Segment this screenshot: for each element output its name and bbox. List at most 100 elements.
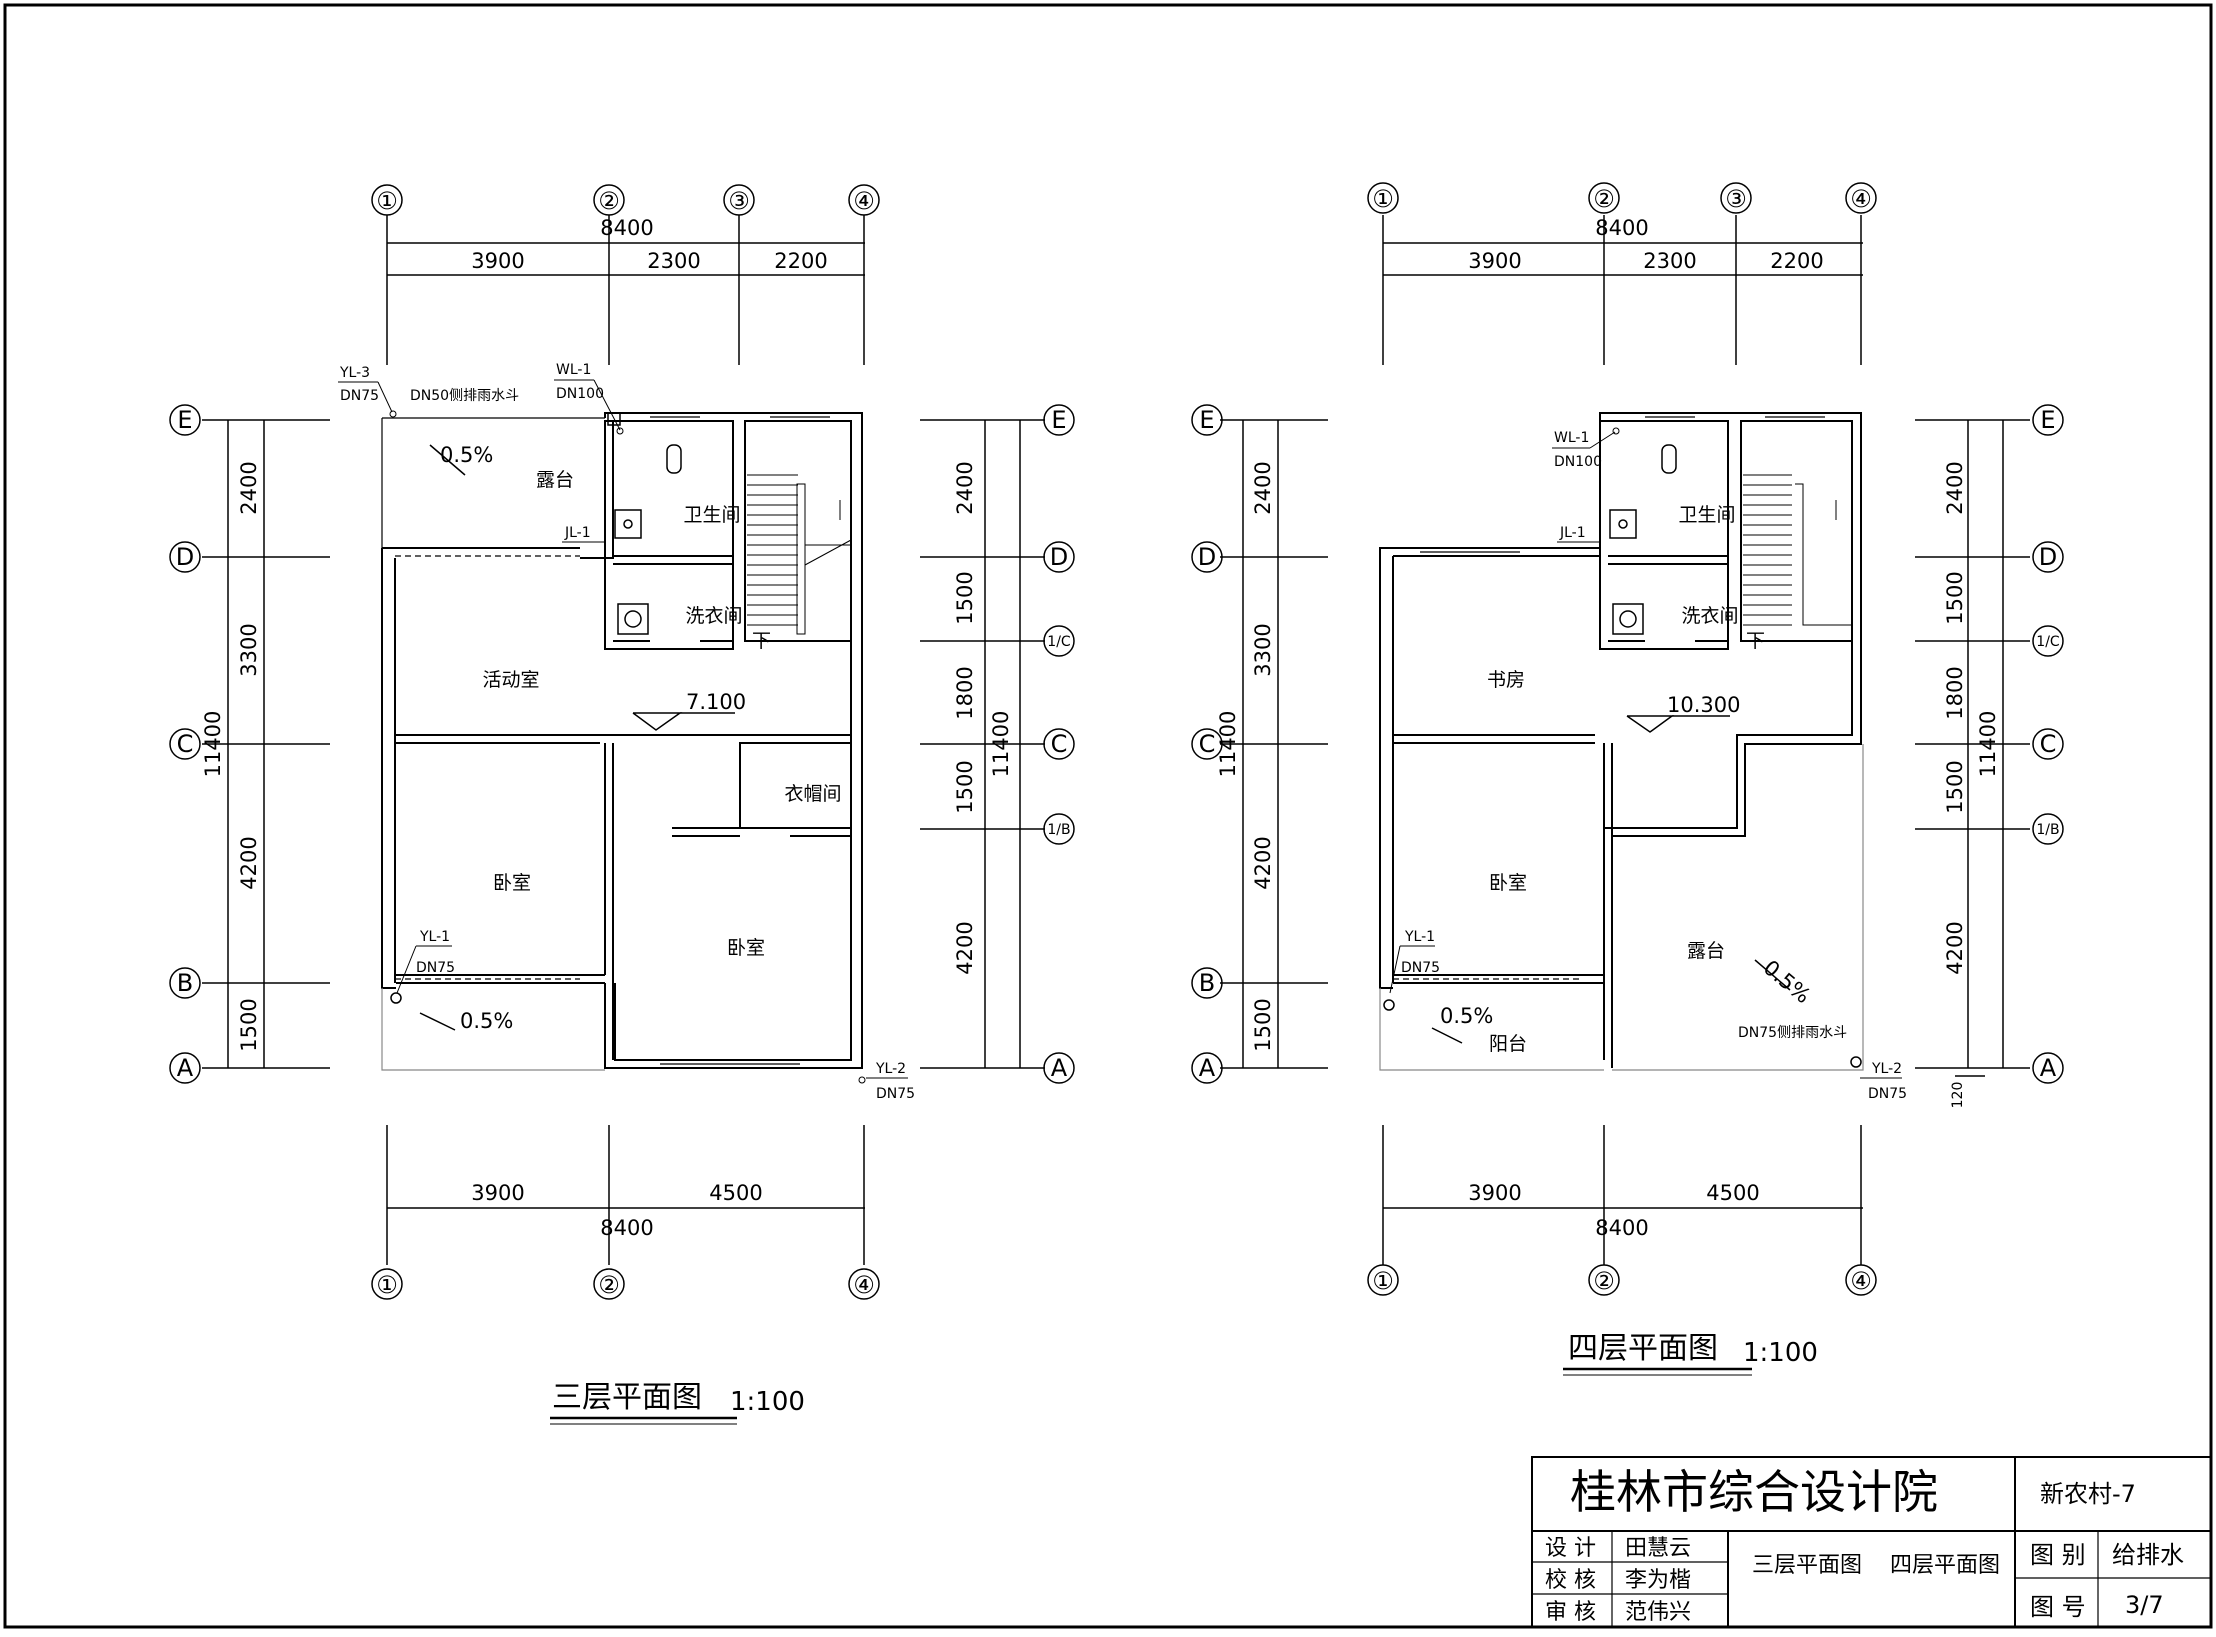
pipe-tag: YL-2 bbox=[875, 1061, 906, 1077]
axis-label: C bbox=[2040, 730, 2057, 758]
number-label: 图 号 bbox=[2030, 1593, 2086, 1621]
room-label: 卫生间 bbox=[1678, 504, 1735, 526]
sink-icon bbox=[1609, 509, 1637, 539]
right-dimension bbox=[1915, 419, 2030, 1077]
bottom-axis-bubbles: ① ② ④ bbox=[1367, 1264, 1877, 1296]
plan-scale: 1:100 bbox=[1743, 1338, 1818, 1368]
project-name: 新农村-7 bbox=[2040, 1480, 2136, 1508]
left-dim: 4200 bbox=[237, 836, 261, 889]
bottom-total-dim: 8400 bbox=[1595, 1216, 1648, 1240]
pipe-tag: DN75侧排雨水斗 bbox=[1738, 1025, 1847, 1041]
right-dim: 1800 bbox=[1943, 666, 1967, 719]
left-dim: 1500 bbox=[1251, 998, 1275, 1051]
right-extra-dim: 120 bbox=[1950, 1082, 1966, 1109]
slope-arrow bbox=[1431, 1027, 1463, 1044]
axis-label: A bbox=[177, 1054, 194, 1082]
axis-label: A bbox=[1199, 1054, 1216, 1082]
top-dim: 2200 bbox=[774, 249, 827, 273]
axis-label: E bbox=[1051, 406, 1066, 434]
left-total-dim: 11400 bbox=[1216, 711, 1240, 778]
slope-label: 0.5% bbox=[460, 1009, 513, 1033]
left-total-dim: 11400 bbox=[201, 711, 225, 778]
bottom-dim: 3900 bbox=[1468, 1181, 1521, 1205]
axis-label: ② bbox=[1593, 1267, 1615, 1295]
title-block bbox=[1531, 1456, 2212, 1628]
slope-arrow bbox=[419, 1012, 456, 1031]
top-dim: 3900 bbox=[1468, 249, 1521, 273]
fixtures bbox=[607, 412, 682, 635]
bottom-dim: 4500 bbox=[709, 1181, 762, 1205]
plan-title: 四层平面图 bbox=[1568, 1331, 1718, 1366]
top-dim: 2300 bbox=[647, 249, 700, 273]
left-dim: 3300 bbox=[1251, 623, 1275, 676]
axis-label: 1/C bbox=[1047, 634, 1071, 650]
right-dim: 2400 bbox=[1943, 461, 1967, 514]
fixtures bbox=[1609, 444, 1677, 635]
room-label: 活动室 bbox=[482, 669, 539, 691]
axis-label: ① bbox=[376, 187, 398, 215]
axis-label: ④ bbox=[853, 187, 875, 215]
pipe-tag: YL-3 bbox=[339, 365, 370, 381]
room-label: 洗衣间 bbox=[685, 605, 742, 627]
toilet-icon bbox=[666, 444, 682, 474]
signer-name: 田慧云 bbox=[1625, 1536, 1691, 1561]
pipe-tag: WL-1 bbox=[1554, 430, 1589, 446]
axis-label: B bbox=[177, 969, 193, 997]
pipe-tag: DN75 bbox=[340, 388, 379, 404]
axis-label: C bbox=[1051, 730, 1068, 758]
pipe-tag: WL-1 bbox=[556, 362, 591, 378]
sheet-border bbox=[3, 3, 2213, 1629]
left-dimension bbox=[1220, 419, 1328, 1069]
slope-label: 0.5% bbox=[1759, 955, 1815, 1008]
bottom-dimension bbox=[386, 1125, 865, 1265]
axis-label: ③ bbox=[1725, 185, 1747, 213]
top-dimension bbox=[386, 215, 865, 365]
axis-label: ① bbox=[1372, 1267, 1394, 1295]
role-label: 审 核 bbox=[1545, 1600, 1596, 1625]
axis-label: ③ bbox=[728, 187, 750, 215]
windows bbox=[395, 416, 830, 1069]
axis-label: D bbox=[1050, 543, 1068, 571]
bottom-total-dim: 8400 bbox=[600, 1216, 653, 1240]
axis-label: E bbox=[2040, 406, 2055, 434]
sink-icon bbox=[614, 509, 642, 539]
axis-label: E bbox=[1199, 406, 1214, 434]
right-dim: 1500 bbox=[953, 571, 977, 624]
room-label: 露台 bbox=[1687, 940, 1725, 962]
pipe-tag: YL-2 bbox=[1871, 1061, 1902, 1077]
plan-scale: 1:100 bbox=[730, 1387, 805, 1417]
elevation-marker bbox=[1626, 715, 1675, 733]
washing-machine-icon bbox=[1612, 603, 1644, 635]
top-axis-bubbles: ① ② ③ ④ bbox=[1367, 182, 1877, 214]
toilet-icon bbox=[1661, 444, 1677, 474]
axis-label: ④ bbox=[1850, 185, 1872, 213]
slope-arrow bbox=[429, 444, 466, 476]
top-axis-bubbles: ① ② ③ ④ bbox=[371, 184, 880, 216]
top-dim: 2300 bbox=[1643, 249, 1696, 273]
left-dim: 1500 bbox=[237, 998, 261, 1051]
room-label: 卧室 bbox=[1489, 872, 1527, 894]
room-label: 卫生间 bbox=[683, 504, 740, 526]
top-dim: 2200 bbox=[1770, 249, 1823, 273]
room-label: 洗衣间 bbox=[1681, 605, 1738, 627]
pipe-tag: YL-1 bbox=[419, 929, 450, 945]
elevation-value: 7.100 bbox=[686, 690, 746, 714]
sheet-number: 3/7 bbox=[2125, 1591, 2164, 1619]
right-dim: 2400 bbox=[953, 461, 977, 514]
left-dim: 3300 bbox=[237, 623, 261, 676]
top-total-dim: 8400 bbox=[1595, 216, 1648, 240]
stair-down-label: 下 bbox=[752, 630, 771, 652]
axis-label: C bbox=[177, 730, 194, 758]
company-name: 桂林市综合设计院 bbox=[1570, 1465, 1938, 1519]
bottom-dim: 4500 bbox=[1706, 1181, 1759, 1205]
pipe-tag: DN75 bbox=[876, 1086, 915, 1102]
axis-label: ② bbox=[598, 1271, 620, 1299]
right-total-dim: 11400 bbox=[1976, 711, 2000, 778]
slope-label: 0.5% bbox=[440, 443, 493, 467]
axis-label: C bbox=[1199, 730, 1216, 758]
pipe-tag: DN100 bbox=[1554, 454, 1602, 470]
elevation-marker bbox=[632, 712, 683, 731]
pipe-tag: DN75 bbox=[1868, 1086, 1907, 1102]
axis-label: A bbox=[1051, 1054, 1068, 1082]
left-dim: 2400 bbox=[237, 461, 261, 514]
